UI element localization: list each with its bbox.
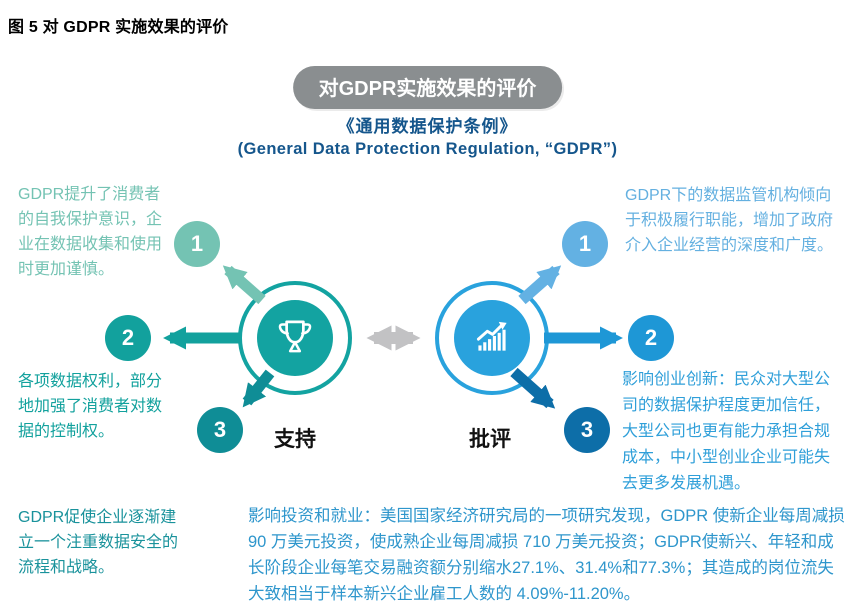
criticism-hub (454, 300, 530, 376)
badge-pill: 对GDPR实施效果的评价 (292, 66, 563, 109)
subtitle: 《通用数据保护条例》 (General Data Protection Regu… (0, 112, 855, 159)
support-label: 支持 (274, 428, 316, 451)
support-ring (238, 281, 352, 395)
bar-chart-rising-icon (469, 313, 515, 364)
support-point-3-text: GDPR促使企业逐渐建立一个注重数据安全的流程和战略。 (18, 509, 179, 576)
criticism-bullet-2: 2 (628, 315, 674, 361)
criticism-bullet-3: 3 (564, 407, 610, 453)
figure-title: 图 5 对 GDPR 实施效果的评价 (8, 19, 229, 36)
criticism-point-3-text: 影响投资和就业：美国国家经济研究局的一项研究发现，GDPR 使新企业每周减损 9… (248, 507, 845, 603)
criticism-bullet-1: 1 (562, 221, 608, 267)
badge-label: 对GDPR实施效果的评价 (318, 78, 537, 100)
criticism-label: 批评 (469, 428, 511, 451)
subtitle-line2: (General Data Protection Regulation, “GD… (237, 140, 618, 158)
support-point-2-text: 各项数据权利，部分地加强了消费者对数据的控制权。 (18, 373, 163, 440)
support-hub (257, 300, 333, 376)
support-bullet-2: 2 (105, 315, 151, 361)
support-point-1-text: GDPR提升了消费者的自我保护意识，企业在数据收集和使用时更加谨慎。 (18, 186, 163, 278)
support-bullet-3: 3 (197, 407, 243, 453)
trophy-icon (272, 313, 318, 364)
criticism-point-2-text: 影响创业创新：民众对大型公司的数据保护程度更加信任，大型公司也更有能力承担合规成… (622, 371, 831, 492)
criticism-point-1-text: GDPR下的数据监管机构倾向于积极履行职能，增加了政府介入企业经营的深度和广度。 (625, 187, 834, 254)
support-bullet-1: 1 (174, 221, 220, 267)
subtitle-line1: 《通用数据保护条例》 (337, 117, 518, 136)
